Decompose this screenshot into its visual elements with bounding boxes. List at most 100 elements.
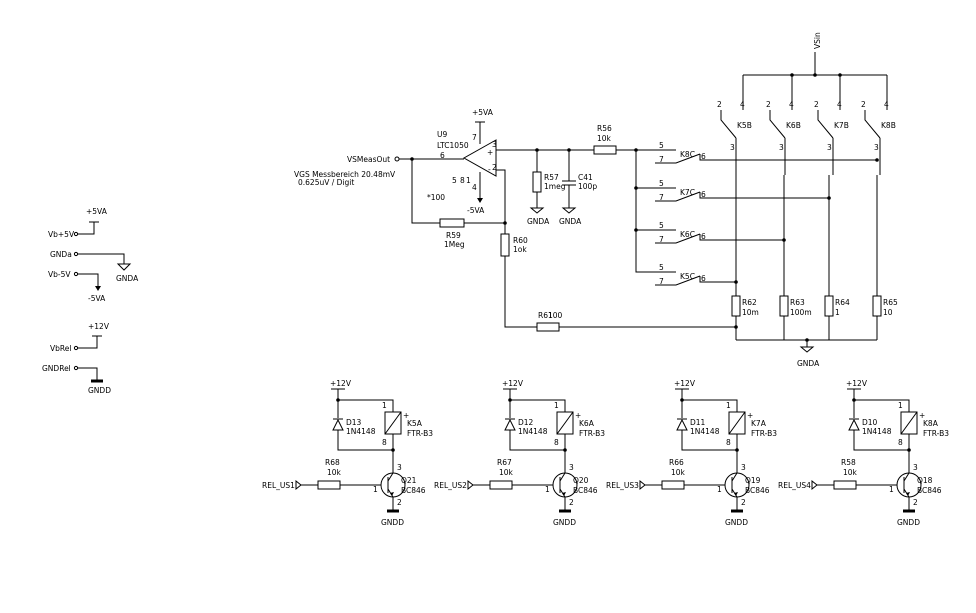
r56-ref: R56 (597, 124, 612, 133)
opamp-u9: U9 LTC1050 + - 6 3 2 7 4 5 8 1 +5VA -5VA… (427, 108, 497, 215)
val: 10m (742, 308, 759, 317)
q-pin-e: 2 (741, 498, 746, 507)
relay-ref: K7B (834, 121, 849, 130)
diode-val: 1N4148 (518, 427, 548, 436)
diode-ref: D10 (862, 418, 878, 427)
coil-pin-1: 1 (726, 401, 731, 410)
r56-val: 10k (597, 134, 612, 143)
coil-plus: + (575, 411, 581, 420)
input-label: REL_US4 (778, 481, 811, 490)
q-pin-b: 1 (545, 485, 550, 494)
coil-val: FTR-B3 (923, 429, 949, 438)
pin-5: 5 (659, 141, 664, 150)
r60-val: 1ok (513, 245, 527, 254)
relay-ref: K5C (680, 272, 695, 281)
vbrel-label: VbRel (50, 344, 71, 353)
supply: +12V (846, 379, 868, 388)
u9-pin-in-minus: 2 (492, 163, 497, 172)
u9-ref: U9 (437, 130, 447, 139)
pin-3: 3 (874, 143, 879, 152)
shunt-gnd-label: GNDA (797, 359, 820, 368)
r60-ref: R60 (513, 236, 528, 245)
pin-3: 3 (730, 143, 735, 152)
q-val: BC846 (401, 486, 426, 495)
q-ref: Q21 (401, 476, 417, 485)
diode-ref: D13 (346, 418, 362, 427)
driver-2: +12VD121N4148+18K6AFTR-B3321Q20BC846GNDD… (434, 379, 605, 527)
u9-supply-pos: +5VA (472, 108, 494, 117)
diode-val: 1N4148 (346, 427, 376, 436)
coil-pin-1: 1 (898, 401, 903, 410)
r60: R60 1ok (496, 169, 537, 328)
vsin-port: VSin (743, 32, 887, 77)
driver-1: +12VD131N4148+18K5AFTR-B3321Q21BC846GNDD… (262, 379, 433, 527)
gndrel-label: GNDRel (42, 364, 71, 373)
pin-6: 6 (701, 152, 706, 161)
pin-4: 4 (884, 100, 889, 109)
coil-plus: + (747, 411, 753, 420)
gnda-in-label: GNDa (50, 250, 72, 259)
pin-3: 3 (779, 143, 784, 152)
pin-5: 5 (659, 221, 664, 230)
q-pin-c: 3 (741, 463, 746, 472)
val: 10 (883, 308, 893, 317)
gndd-label: GNDD (88, 386, 111, 395)
relay-ref: K5B (737, 121, 752, 130)
c41-ref: C41 (578, 173, 593, 182)
r61-ref: R61 (538, 311, 553, 320)
vsmeas-port: VSMeasOut VGS Messbereich 20.48mV 0.625u… (294, 155, 464, 187)
net-vbrel: VbRel +12V (50, 322, 110, 353)
q-pin-e: 2 (397, 498, 402, 507)
feedback-r59: R59 1Meg (410, 157, 505, 249)
pin-7: 7 (659, 155, 664, 164)
driver-4: +12VD101N4148+18K8AFTR-B3321Q18BC846GNDD… (778, 379, 949, 527)
diode-ref: D12 (518, 418, 534, 427)
r57-val: 1meg (544, 182, 566, 191)
c41-val: 100p (578, 182, 597, 191)
pin-7: 7 (659, 193, 664, 202)
net-vbm5v: Vb-5V -5VA (48, 270, 106, 303)
relay-drivers: +12VD131N4148+18K5AFTR-B3321Q21BC846GNDD… (262, 379, 949, 527)
relay-bus (635, 150, 655, 273)
net-gndrel: GNDRel GNDD (42, 364, 111, 395)
q-ref: Q20 (573, 476, 589, 485)
q-pin-c: 3 (569, 463, 574, 472)
pin-6: 6 (701, 274, 706, 283)
coil-ref: K8A (923, 419, 939, 428)
ref: R62 (742, 298, 757, 307)
gnd-label: GNDD (381, 518, 404, 527)
pin-6: 6 (701, 190, 706, 199)
coil-pin-1: 1 (554, 401, 559, 410)
input-line: R56 10k (496, 124, 655, 155)
q-ref: Q18 (917, 476, 933, 485)
shunt-ground: GNDA (736, 338, 877, 368)
r57-ref: R57 (544, 173, 559, 182)
input-label: REL_US1 (262, 481, 295, 490)
res-val: 10k (499, 468, 514, 477)
q-pin-b: 1 (717, 485, 722, 494)
res-val: 10k (671, 468, 686, 477)
res-ref: R58 (841, 458, 856, 467)
gnd-label: GNDD (553, 518, 576, 527)
pin-7: 7 (659, 277, 664, 286)
u9-pin-in-plus: 3 (492, 140, 497, 149)
supply: +12V (674, 379, 696, 388)
pin-2: 2 (814, 100, 819, 109)
gnd-label: GNDD (897, 518, 920, 527)
pin-7: 7 (659, 235, 664, 244)
driver-3: +12VD111N4148+18K7AFTR-B3321Q19BC846GNDD… (606, 379, 777, 527)
c41-gnd: GNDA (559, 217, 582, 226)
pin-6: 6 (701, 232, 706, 241)
ref: R64 (835, 298, 850, 307)
diode-ref: D11 (690, 418, 706, 427)
relay-ref: K7C (680, 188, 695, 197)
val: 100m (790, 308, 812, 317)
q-pin-c: 3 (397, 463, 402, 472)
